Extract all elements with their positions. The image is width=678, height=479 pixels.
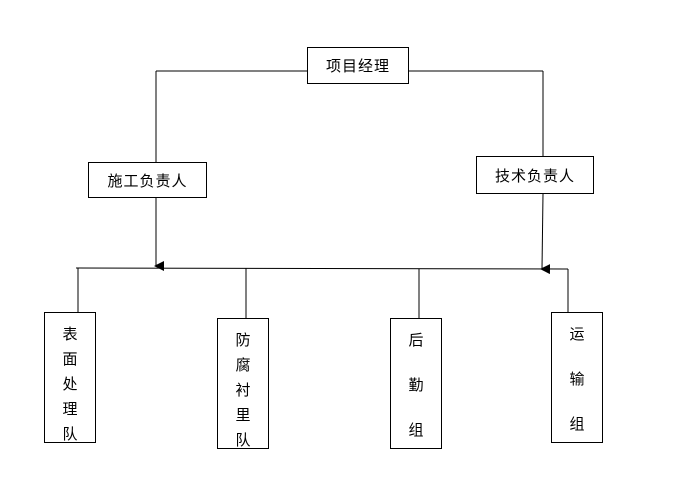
team-label-char: 里 <box>235 406 251 424</box>
manager-box: 项目经理 <box>307 47 409 84</box>
team-bus-line <box>75 267 569 270</box>
technical-arrow-line <box>540 193 551 275</box>
team-label-char: 理 <box>62 400 78 418</box>
team-label-char: 运 <box>569 325 585 343</box>
team-label-char: 衬 <box>235 381 251 399</box>
team-label-char: 腐 <box>235 356 251 374</box>
team-label-char: 面 <box>62 350 78 368</box>
manager-label: 项目经理 <box>325 57 390 75</box>
team-box-anticorrosion-lining: 防腐衬里队 <box>217 318 269 449</box>
team-label-char: 输 <box>569 370 585 388</box>
team-label-char: 后 <box>408 331 424 349</box>
team-box-surface-treatment: 表面处理队 <box>44 312 96 443</box>
team-label-char: 处 <box>62 375 78 393</box>
team-label-char: 表 <box>62 325 78 343</box>
team-box-logistics: 后勤组 <box>390 318 442 449</box>
team-label-char: 组 <box>569 415 585 433</box>
construction-lead-label: 施工负责人 <box>107 171 188 190</box>
team-label-char: 队 <box>235 431 251 449</box>
technical-lead-box: 技术负责人 <box>476 156 594 194</box>
technical-lead-label: 技术负责人 <box>494 166 575 185</box>
team-box-transport: 运输组 <box>551 312 603 443</box>
team-label-char: 防 <box>235 331 251 349</box>
team-label-char: 队 <box>62 425 78 443</box>
team-label-char: 勤 <box>408 376 424 394</box>
construction-lead-box: 施工负责人 <box>88 162 207 198</box>
team-label-char: 组 <box>408 421 424 439</box>
